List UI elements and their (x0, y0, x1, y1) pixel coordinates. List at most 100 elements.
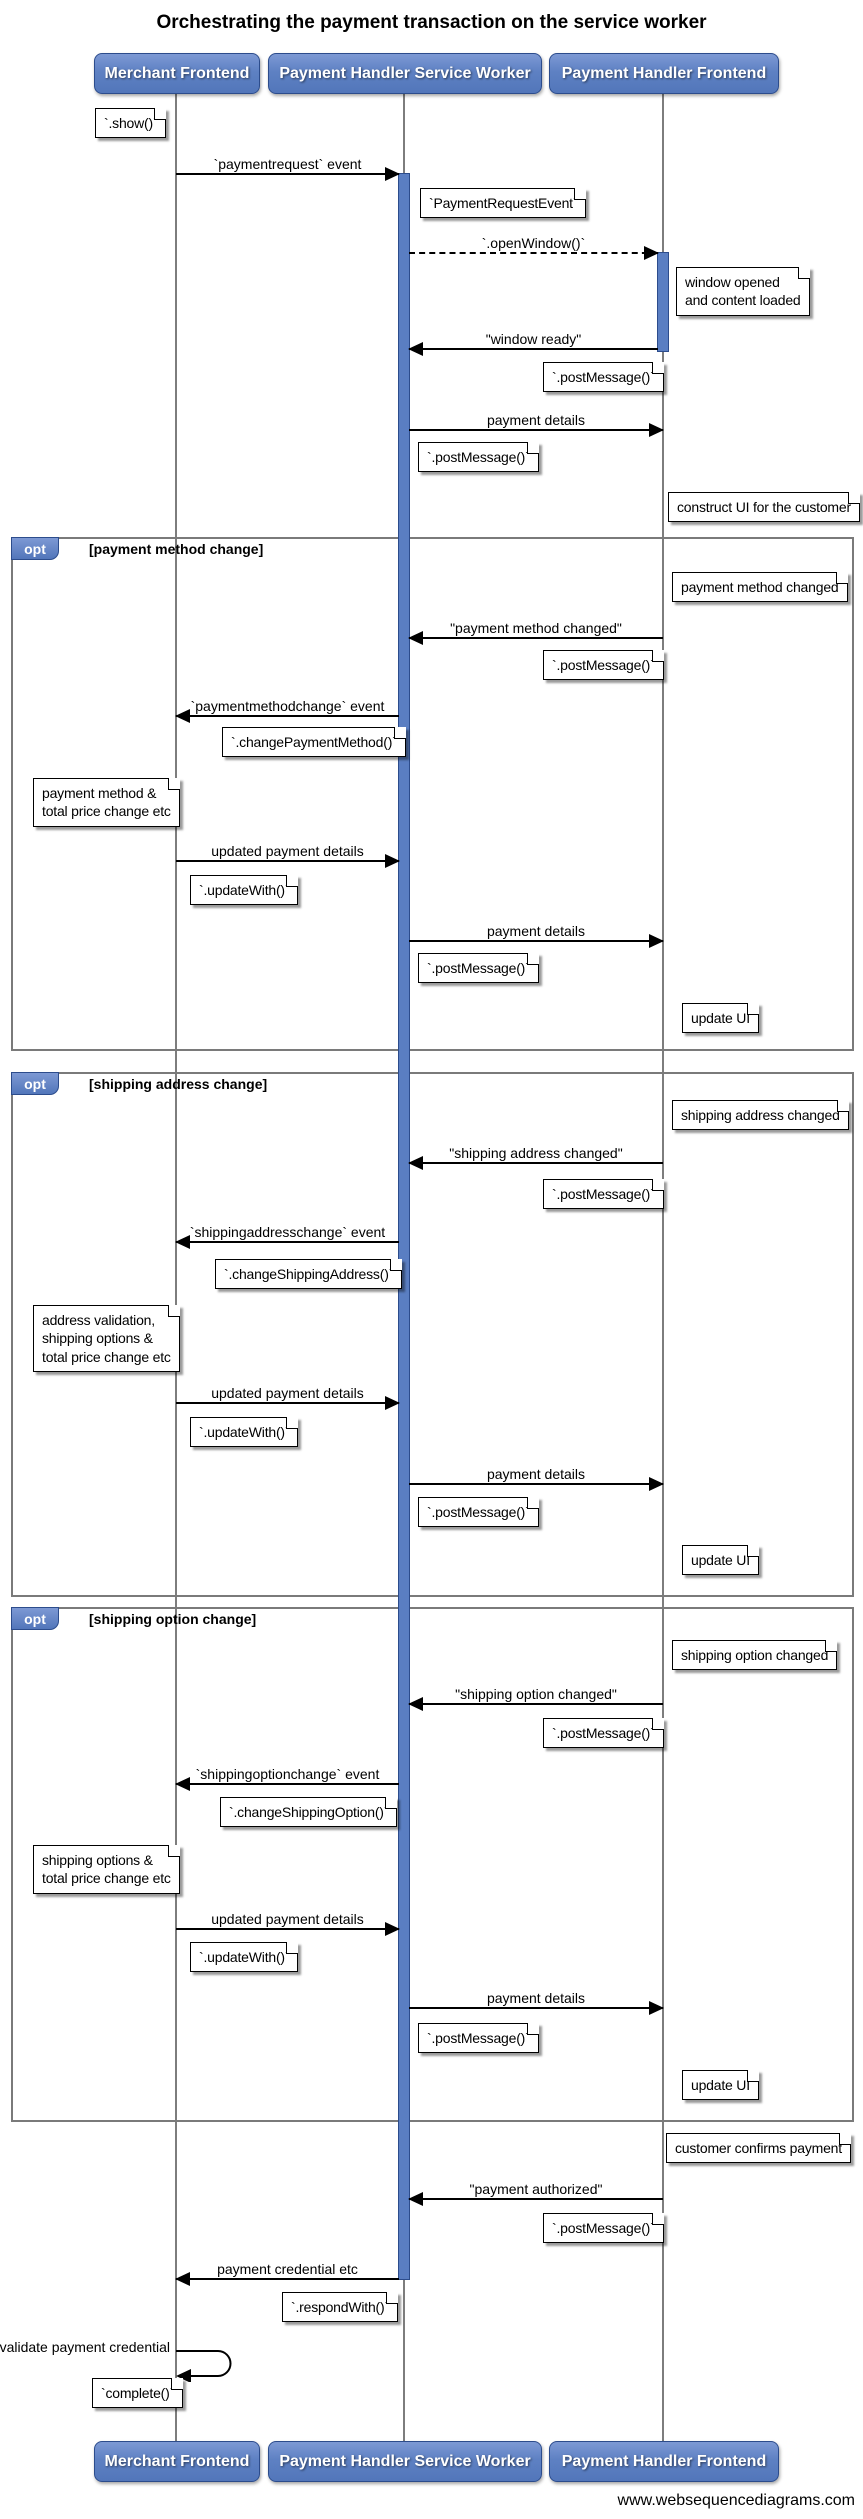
arrowhead-icon (175, 1235, 190, 1249)
note-fold (526, 2023, 539, 2035)
note-28: `.postMessage()` (543, 2213, 664, 2244)
arrowhead-icon (408, 631, 423, 645)
message-arrow-9: `shippingaddresschange` event (175, 1221, 399, 1249)
message-line (409, 429, 663, 431)
note-fold (286, 1942, 299, 1954)
footer-url: www.websequencediagrams.com (617, 2492, 855, 2509)
message-line (409, 1483, 663, 1485)
note-4: `.postMessage()` (418, 442, 539, 473)
participant-label: Payment Handler Service Worker (279, 64, 531, 82)
message-arrow-0: `paymentrequest` event (176, 153, 400, 181)
note-fold (651, 650, 664, 662)
participant-label: Merchant Frontend (104, 64, 250, 82)
note-fold (651, 1718, 664, 1730)
note-fold (651, 362, 664, 374)
self-message-label: validate payment credential (0, 2339, 170, 2355)
participant-label: Payment Handler Frontend (561, 2452, 767, 2470)
note-fold (286, 875, 299, 887)
message-line (409, 252, 658, 254)
message-line (176, 1402, 399, 1404)
participant-label: Payment Handler Frontend (561, 64, 767, 82)
note-fold (746, 1003, 759, 1015)
note-fold (746, 2070, 759, 2082)
note-fold (797, 267, 810, 279)
message-arrow-7: payment details (409, 920, 664, 948)
participant-payment-handler-service-worker-top: Payment Handler Service Worker (268, 53, 542, 94)
message-line (176, 2278, 399, 2280)
note-fold (746, 1545, 759, 1557)
message-label: `paymentmethodchange` event (190, 698, 385, 714)
message-arrow-2: "window ready" (408, 328, 658, 356)
message-arrow-10: updated payment details (176, 1382, 400, 1410)
note-20: shipping option changed (672, 1640, 838, 1671)
message-label: payment details (486, 923, 586, 939)
arrowhead-icon (385, 1922, 400, 1936)
message-arrow-12: "shipping option changed" (408, 1683, 663, 1711)
arrowhead-icon (644, 246, 659, 260)
message-arrow-6: updated payment details (176, 840, 400, 868)
note-9: payment method & total price change etc (33, 778, 180, 827)
arrowhead-icon (408, 1697, 423, 1711)
note-17: `.updateWith()` (190, 1417, 299, 1448)
message-arrow-14: updated payment details (176, 1908, 400, 1936)
message-arrow-15: payment details (409, 1987, 664, 2015)
lifeline-payment-handler-frontend (662, 92, 664, 2441)
lifeline-merchant-frontend (175, 92, 177, 2441)
note-25: `.postMessage()` (418, 2023, 539, 2054)
note-30: `complete()` (92, 2378, 184, 2409)
message-line (176, 1783, 399, 1785)
message-line (409, 940, 663, 942)
participant-merchant-frontend-top: Merchant Frontend (94, 53, 260, 94)
note-15: `.changeShippingAddress()` (215, 1259, 403, 1290)
message-line (409, 2198, 663, 2200)
note-11: `.postMessage()` (418, 953, 539, 984)
arrowhead-icon (385, 1396, 400, 1410)
note-fold (526, 1497, 539, 1509)
arrowhead-icon (175, 709, 190, 723)
message-line (176, 1241, 399, 1243)
opt-operator-tab: opt (11, 1072, 59, 1095)
opt-operator-tab: opt (11, 1607, 59, 1630)
note-5: construct UI for the customer (668, 492, 860, 523)
note-fold (836, 1100, 849, 1112)
note-fold (847, 492, 860, 504)
message-line (409, 637, 663, 639)
note-fold (838, 2133, 851, 2145)
message-label: payment details (486, 412, 586, 428)
participant-payment-handler-service-worker-bottom: Payment Handler Service Worker (268, 2441, 542, 2482)
message-line (409, 2007, 663, 2009)
diagram-title: Orchestrating the payment transaction on… (156, 12, 707, 33)
opt-operator-tab: opt (11, 537, 59, 560)
message-line (176, 715, 399, 717)
note-23: shipping options & total price change et… (33, 1845, 180, 1894)
message-label: payment details (486, 1990, 586, 2006)
message-arrow-13: `shippingoptionchange` event (175, 1763, 399, 1791)
message-label: "shipping option changed" (455, 1686, 617, 1702)
message-arrow-4: "payment method changed" (408, 617, 663, 645)
opt-fragment-1: opt[shipping address change] (11, 1072, 854, 1597)
note-24: `.updateWith()` (190, 1942, 299, 1973)
participant-label: Payment Handler Service Worker (279, 2452, 531, 2470)
opt-fragment-2: opt[shipping option change] (11, 1607, 854, 2122)
note-fold (167, 1305, 180, 1317)
note-29: `.respondWith()` (282, 2292, 398, 2323)
note-fold (385, 1797, 398, 1809)
message-label: payment credential etc (217, 2261, 358, 2277)
note-21: `.postMessage()` (543, 1718, 664, 1749)
note-fold (167, 778, 180, 790)
note-fold (171, 2378, 184, 2390)
arrowhead-icon (408, 2192, 423, 2206)
note-13: shipping address changed (672, 1100, 849, 1131)
note-1: `PaymentRequestEvent` (420, 188, 587, 219)
note-fold (167, 1845, 180, 1857)
note-fold (651, 1179, 664, 1191)
activation-bar-payment-handler-service-worker (398, 173, 410, 2280)
message-line (176, 1928, 399, 1930)
note-fold (385, 2292, 398, 2304)
message-label: "window ready" (485, 331, 582, 347)
note-fold (825, 1640, 838, 1652)
message-line (176, 860, 399, 862)
opt-fragment-0: opt[payment method change] (11, 537, 854, 1051)
arrowhead-icon (408, 342, 423, 356)
message-arrow-17: payment credential etc (175, 2258, 399, 2286)
